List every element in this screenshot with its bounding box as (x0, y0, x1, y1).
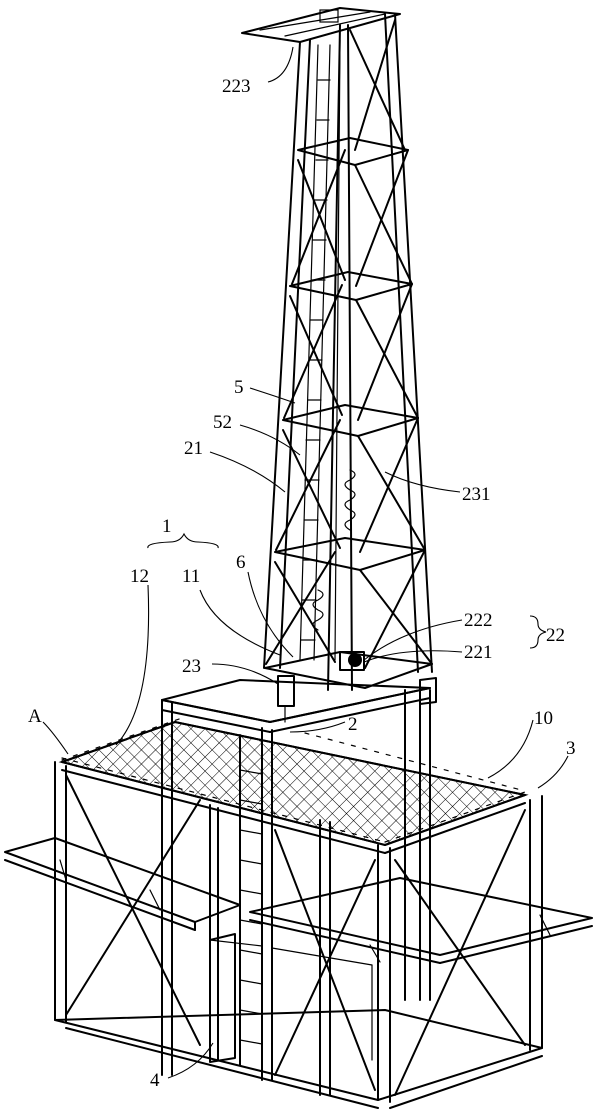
label-1: 1 (162, 516, 172, 537)
reference-labels: 223 5 52 21 231 1 12 11 6 222 221 22 23 … (28, 76, 576, 1091)
label-A: A (28, 706, 42, 727)
equipment-box (209, 933, 373, 1063)
mesh-platform (58, 717, 529, 854)
label-23: 23 (182, 656, 201, 677)
top-pulley-frame (241, 7, 401, 43)
label-231: 231 (462, 484, 491, 505)
coiled-cable (312, 39, 356, 661)
label-2: 2 (348, 714, 358, 735)
label-10: 10 (534, 708, 553, 729)
label-22: 22 (546, 625, 565, 646)
label-222: 222 (464, 610, 493, 631)
label-52: 52 (213, 412, 232, 433)
base-ladder (239, 734, 263, 1071)
lattice-tower (241, 7, 437, 1001)
tower-ladder (299, 44, 331, 661)
label-4: 4 (150, 1070, 160, 1091)
label-5: 5 (234, 377, 244, 398)
label-223: 223 (222, 76, 251, 97)
label-21: 21 (184, 438, 203, 459)
winch-motor (339, 651, 365, 671)
leader-lines (42, 46, 569, 1079)
tower-x-bracing (265, 19, 433, 669)
guard-rail (61, 717, 526, 843)
label-6: 6 (236, 552, 246, 573)
label-221: 221 (464, 642, 493, 663)
label-3: 3 (566, 738, 576, 759)
label-11: 11 (182, 566, 200, 587)
label-12: 12 (130, 566, 149, 587)
